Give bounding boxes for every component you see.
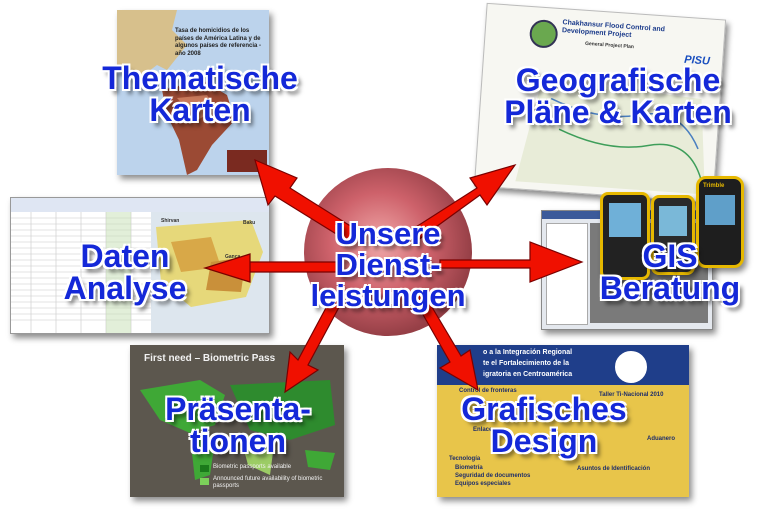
- gis-line-2: Beratung: [599, 270, 741, 306]
- gps-device-left: [600, 192, 650, 280]
- data-line-1: Daten: [80, 238, 170, 274]
- service-graphic-design: Grafisches Design: [444, 391, 644, 459]
- slide-title: First need – Biometric Pass: [144, 353, 276, 364]
- poster-item-8: Asuntos de Identificación: [577, 466, 651, 472]
- poster-header-2: te el Fortalecimiento de la: [483, 360, 569, 367]
- service-presentations: Präsenta- tionen: [138, 391, 338, 459]
- map-label-ganca: Ganca: [225, 254, 241, 260]
- geo-line-2: Pläne & Karten: [503, 94, 732, 130]
- arrow-up-left: [254, 158, 362, 241]
- world-map-graphic: [140, 380, 335, 485]
- service-data-analysis: Daten Analyse: [42, 238, 208, 306]
- map-label-shirvan: Shirvan: [161, 218, 180, 224]
- map-label-baku: Baku: [243, 220, 256, 226]
- slide-legend-announced: Announced future availability of biometr…: [213, 476, 323, 490]
- gps-device-right: Trimble: [696, 176, 744, 268]
- poster-item-6: Seguridad de documentos: [455, 473, 531, 479]
- poster-item-1: Taller Ti-Nacional 2010: [599, 392, 664, 398]
- project-plan-thumbnail: Chakhansur Flood Control and Development…: [473, 2, 727, 204]
- geo-line-1: Geografische: [515, 62, 721, 98]
- poster-item-5: Biometría: [455, 465, 483, 471]
- poster-emblem: [613, 349, 649, 385]
- center-line-1: Unsere: [335, 216, 442, 251]
- gis-line-1: GIS: [642, 238, 699, 274]
- service-geographic-plans: Geografische Pläne & Karten: [478, 62, 758, 130]
- gis-layer-panel: [546, 223, 588, 325]
- spreadsheet-toolbar: [11, 198, 269, 212]
- presentation-slide-thumbnail: First need – Biometric Pass Biometric pa…: [130, 345, 344, 497]
- arrow-down-right: [412, 291, 479, 392]
- arrow-up-right: [406, 163, 517, 241]
- center-sphere: [304, 168, 472, 336]
- thematic-line-2: Karten: [149, 92, 252, 128]
- poster-item-3: Aduanero: [647, 436, 676, 442]
- poster-item-7: Equipos especiales: [455, 481, 511, 487]
- poster-item-0: Control de fronteras: [459, 388, 517, 394]
- center-line-2: Dienst-: [335, 247, 442, 282]
- poster-header-1: o a la Integración Regional: [483, 349, 573, 356]
- americas-map-graphic: [117, 10, 267, 175]
- terrain-map-graphic: [515, 77, 705, 195]
- service-gis-consulting: GIS Beratung: [580, 238, 760, 306]
- design-poster-thumbnail: o a la Integración Regional te el Fortal…: [437, 345, 689, 497]
- data-line-2: Analyse: [63, 270, 187, 306]
- poster-item-2: Enlace: [473, 427, 493, 433]
- poster-header-3: igratoria en Centroamérica: [483, 371, 573, 378]
- arrow-down-left: [284, 290, 346, 394]
- presentations-line-2: tionen: [189, 423, 286, 459]
- center-label: Unsere Dienst- leistungen: [298, 216, 478, 313]
- presentations-line-1: Präsenta-: [164, 391, 311, 427]
- service-thematic-maps: Thematische Karten: [70, 60, 330, 128]
- thematic-map-title: Tasa de homicidios de los países de Amér…: [175, 28, 262, 57]
- arrow-right: [439, 241, 584, 283]
- design-line-1: Grafisches: [461, 391, 628, 427]
- spreadsheet-grid: [11, 212, 151, 333]
- design-line-2: Design: [490, 423, 598, 459]
- center-line-3: leistungen: [310, 278, 467, 313]
- trimble-logo: Trimble: [703, 183, 725, 189]
- poster-item-4: Tecnología: [449, 456, 481, 462]
- gps-device-middle: [651, 195, 695, 275]
- arrow-left: [202, 253, 337, 283]
- thematic-line-1: Thematische: [101, 60, 298, 96]
- slide-legend-available: Biometric passports available: [213, 464, 292, 470]
- thematic-map-thumbnail: Tasa de homicidios de los países de Amér…: [117, 10, 269, 175]
